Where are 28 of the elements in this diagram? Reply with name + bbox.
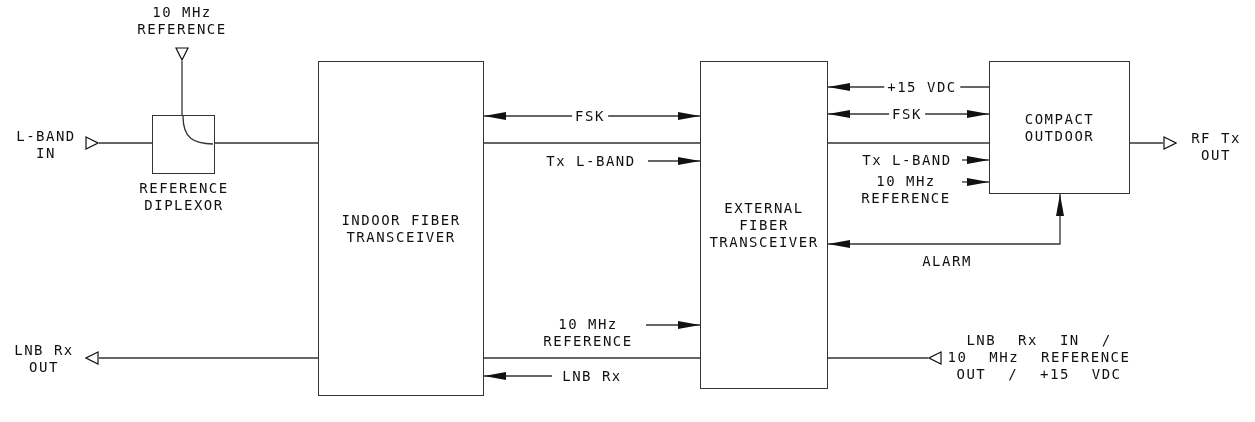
diplexer-box — [152, 115, 215, 174]
arrow — [645, 321, 701, 329]
signal-line — [1129, 142, 1164, 144]
block-box — [700, 61, 828, 389]
port-label: LNB Rx OUT — [13, 342, 75, 376]
arrow — [961, 156, 990, 164]
block-box — [989, 61, 1130, 194]
signal-line — [181, 60, 183, 116]
signal-line — [98, 142, 153, 144]
arrow — [483, 372, 553, 380]
port-label: LNB Rx IN / 10 MHz REFERENCE OUT / +15 VDC — [946, 332, 1132, 383]
arrow — [647, 157, 701, 165]
signal-line — [483, 357, 701, 359]
signal-line — [827, 142, 990, 144]
block-caption: REFERENCE DIPLEXOR — [138, 180, 230, 214]
signal-line — [827, 357, 929, 359]
block-box — [318, 61, 484, 396]
block-label: EXTERNAL FIBER TRANSCEIVER — [708, 199, 820, 251]
port-label: RF Tx OUT — [1190, 130, 1242, 164]
signal-line — [483, 142, 701, 144]
signal-line — [98, 357, 319, 359]
signal-line — [214, 142, 319, 144]
block-label: INDOOR FIBER TRANSCEIVER — [340, 211, 462, 246]
block-label: COMPACT OUTDOOR — [1023, 110, 1096, 145]
arrow — [827, 193, 1064, 248]
port-label: L-BAND IN — [15, 128, 77, 162]
arrow — [961, 178, 990, 186]
port-label: 10 MHz REFERENCE — [136, 4, 228, 38]
